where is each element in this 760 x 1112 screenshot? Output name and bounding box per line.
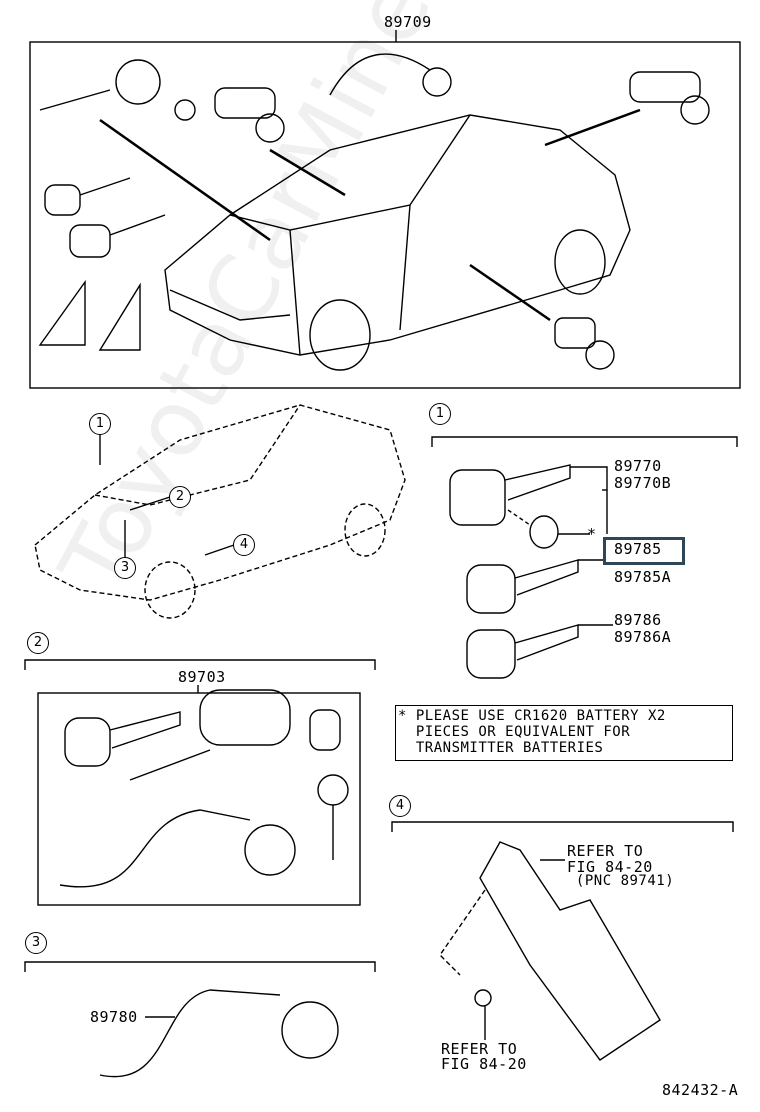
parts-section-2 [59, 689, 349, 888]
locator-callout-3[interactable]: 3 [114, 557, 136, 579]
note-line-1: * PLEASE USE CR1620 BATTERY X2 [398, 708, 666, 724]
part-number-89703[interactable]: 89703 [178, 668, 226, 686]
section-4-callout: 4 [389, 795, 411, 817]
highlight-box [603, 537, 685, 565]
battery-asterisk: * [587, 525, 597, 543]
locator-callout-4[interactable]: 4 [233, 534, 255, 556]
part-number-89786a[interactable]: 89786A [614, 628, 672, 646]
ref-upper-line-1: REFER TO [567, 842, 644, 860]
note-line-3: TRANSMITTER BATTERIES [398, 740, 604, 756]
section-1-callout: 1 [429, 403, 451, 425]
top-group-part-number[interactable]: 89709 [384, 13, 432, 31]
key-cylinders-top [38, 53, 710, 370]
section-2-callout: 2 [27, 632, 49, 654]
section-3-bracket [24, 961, 376, 972]
ref-upper-line-2[interactable]: FIG 84-20 [567, 858, 653, 876]
keys-section-1 [449, 464, 579, 679]
section-3-callout: 3 [25, 932, 47, 954]
callout-leaders [99, 434, 235, 558]
note-line-2: PIECES OR EQUIVALENT FOR [398, 724, 631, 740]
locator-callout-2[interactable]: 2 [169, 486, 191, 508]
part-number-89785[interactable]: 89785 [614, 540, 662, 558]
ref-lower-line-2[interactable]: FIG 84-20 [441, 1055, 527, 1073]
part-number-89770b[interactable]: 89770B [614, 474, 672, 492]
section-2-bracket [24, 659, 376, 670]
parts-section-4 [439, 841, 661, 1061]
top-group-box [29, 41, 741, 389]
part-leaders-1 [558, 466, 613, 626]
ref-upper-line-3: (PNC 89741) [567, 873, 675, 889]
section-4-bracket [391, 821, 734, 832]
section-1-bracket [431, 436, 738, 447]
battery-note-box: * PLEASE USE CR1620 BATTERY X2 PIECES OR… [395, 705, 733, 761]
part-number-89770[interactable]: 89770 [614, 457, 662, 475]
illustration-number: 842432-A [662, 1081, 739, 1099]
part-number-89786[interactable]: 89786 [614, 611, 662, 629]
section-2-box [37, 692, 361, 906]
parts-section-3 [99, 989, 339, 1078]
part-number-89785a[interactable]: 89785A [614, 568, 672, 586]
car-illustration-locator [34, 404, 406, 619]
locator-callout-1[interactable]: 1 [89, 413, 111, 435]
car-illustration-top [164, 114, 631, 371]
ref-lower-line-1: REFER TO [441, 1040, 518, 1058]
part-number-89780[interactable]: 89780 [90, 1008, 138, 1026]
